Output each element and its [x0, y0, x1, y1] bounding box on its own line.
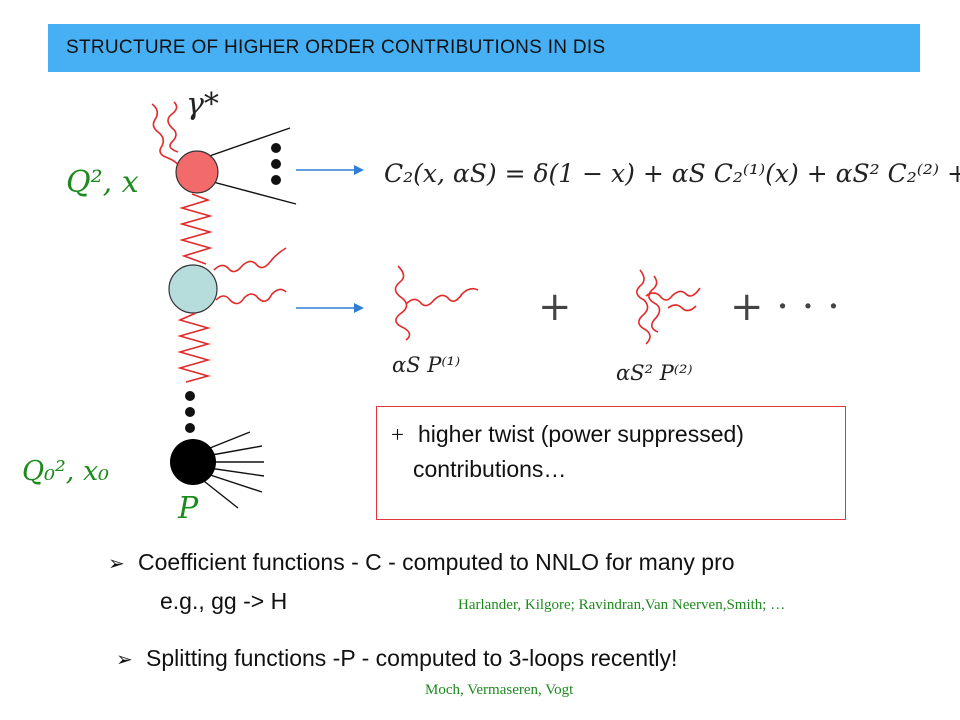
plus-ellipsis: + · · ·	[730, 284, 840, 330]
dot-mid-2	[185, 407, 195, 417]
bullet-splitting: ➢ Splitting functions -P - computed to 3-…	[116, 645, 677, 672]
gluon-zigzag-2	[177, 312, 211, 383]
reference-splitting: Moch, Vermaseren, Vogt	[425, 682, 574, 698]
coefficient-equation: C₂(x, αS) = δ(1 − x) + αS C₂⁽¹⁾(x) + αS²…	[384, 159, 960, 188]
bullet-splitting-text: Splitting functions -P - computed to 3-l…	[146, 645, 678, 671]
dot-top-2	[271, 159, 281, 169]
photon-label: γ*	[186, 87, 219, 122]
dot-mid-3	[185, 423, 195, 433]
bullet-coefficient: ➢ Coefficient functions - C - computed to…	[108, 549, 735, 576]
q0x0-label: Q₀², x₀	[22, 456, 109, 487]
arrow-head-2	[354, 303, 364, 313]
photon-line-top	[167, 101, 179, 153]
splitting-1-gluon-b	[405, 287, 479, 307]
splitting-term-1: αS P⁽¹⁾	[392, 353, 460, 377]
bullet-coefficient-text: Coefficient functions - C - computed to …	[138, 549, 735, 575]
proton-label: P	[177, 491, 199, 526]
arrow-bullet-icon: ➢	[108, 553, 125, 575]
splitting-term-2: αS² P⁽²⁾	[616, 361, 693, 385]
twist-plus: +	[391, 422, 404, 447]
page-title: STRUCTURE OF HIGHER ORDER CONTRIBUTIONS …	[66, 37, 606, 58]
photon-line	[151, 103, 183, 171]
q2x-label: Q², x	[66, 165, 139, 200]
splitting-2-gluon-d	[667, 304, 697, 312]
twist-line-1: + higher twist (power suppressed)	[391, 421, 744, 448]
emission-2	[215, 288, 287, 305]
splitting-2-gluon-c	[648, 275, 661, 333]
reference-coefficient: Harlander, Kilgore; Ravindran,Van Neerve…	[458, 597, 786, 613]
bullet-coefficient-example: e.g., gg -> H	[160, 588, 288, 614]
plus-1: +	[538, 284, 572, 330]
dot-top-1	[271, 143, 281, 153]
splitting-2-gluon-b	[645, 287, 701, 301]
arrow-head-1	[354, 165, 364, 175]
splitting-2-gluon-a	[636, 269, 651, 345]
higher-twist-box: + higher twist (power suppressed) contrib…	[376, 406, 846, 520]
splitting-blob	[168, 264, 218, 314]
proton-blob	[170, 439, 216, 485]
emission-1	[213, 247, 287, 273]
dot-mid-1	[185, 391, 195, 401]
title-bar: STRUCTURE OF HIGHER ORDER CONTRIBUTIONS …	[48, 24, 920, 72]
twist-text-1: higher twist (power suppressed)	[417, 421, 744, 447]
dot-top-3	[271, 175, 281, 185]
hard-scattering-blob	[175, 150, 219, 194]
splitting-1-gluon-a	[394, 265, 411, 341]
twist-line-2: contributions…	[413, 456, 567, 482]
arrow-bullet-icon: ➢	[116, 649, 133, 671]
gluon-zigzag-1	[179, 193, 213, 265]
